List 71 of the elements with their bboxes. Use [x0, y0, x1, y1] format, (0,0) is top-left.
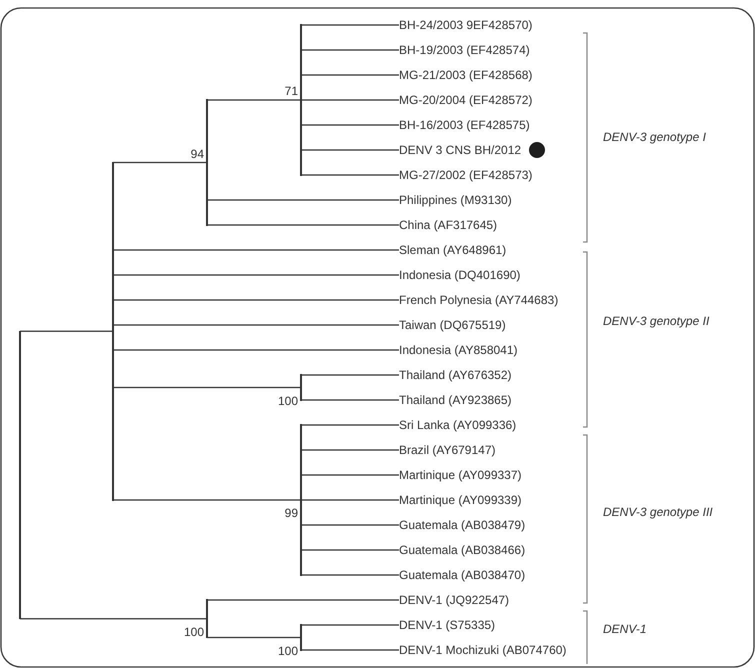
vertical-branch-line	[19, 330, 21, 620]
taxon-label: BH-19/2003 (EF428574)	[399, 43, 530, 57]
branch-line	[301, 474, 399, 476]
taxon-label: DENV-1 (JQ922547)	[399, 593, 510, 607]
branch-line	[301, 649, 399, 651]
bootstrap-value: 94	[190, 148, 204, 161]
taxon-label: DENV-1 Mochizuki (AB074760)	[399, 643, 566, 657]
branch-line	[301, 424, 399, 426]
clade-label: DENV-1	[603, 622, 647, 636]
branch-line	[301, 49, 399, 51]
branch-line	[301, 24, 399, 26]
branch-line	[301, 374, 399, 376]
taxon-label: Indonesia (AY858041)	[399, 343, 518, 357]
branch-line	[113, 386, 301, 388]
taxon-label: Guatemala (AB038479)	[399, 518, 526, 532]
branch-line	[113, 324, 399, 326]
branch-line	[301, 399, 399, 401]
taxon-label: Martinique (AY099337)	[399, 468, 522, 482]
branch-line	[113, 274, 399, 276]
taxon-label: Guatemala (AB038470)	[399, 568, 526, 582]
branch-line	[301, 449, 399, 451]
clade-label: DENV-3 genotype III	[603, 505, 713, 519]
branch-line	[301, 499, 399, 501]
branch-line	[113, 162, 207, 164]
clade-label: DENV-3 genotype II	[603, 314, 710, 328]
bootstrap-value: 100	[184, 626, 204, 640]
taxon-label: DENV-1 (S75335)	[399, 618, 496, 632]
branch-line	[301, 174, 399, 176]
branch-line	[20, 618, 207, 620]
branch-line	[113, 499, 301, 501]
taxon-label: Thailand (AY676352)	[399, 368, 512, 382]
branch-line	[207, 636, 301, 638]
bootstrap-value: 100	[278, 645, 298, 658]
taxon-label: Philippines (M93130)	[399, 193, 512, 207]
taxon-label: Martinique (AY099339)	[399, 493, 522, 507]
vertical-branch-line	[112, 162, 114, 501]
branch-line	[301, 624, 399, 626]
branch-line	[113, 349, 399, 351]
taxon-label: Thailand (AY923865)	[399, 393, 512, 407]
branch-line	[113, 249, 399, 251]
branch-line	[20, 330, 113, 332]
branch-line	[301, 149, 399, 151]
bootstrap-value: 71	[284, 85, 298, 98]
taxon-label: Sri Lanka (AY099336)	[399, 418, 516, 432]
taxon-label: Brazil (AY679147)	[399, 443, 496, 457]
branch-line	[207, 99, 301, 101]
branch-line	[301, 124, 399, 126]
taxon-label: China (AF317645)	[399, 218, 498, 232]
taxon-label: Indonesia (DQ401690)	[399, 268, 520, 282]
taxon-label: MG-20/2004 (EF428572)	[399, 93, 532, 107]
taxon-label: French Polynesia (AY744683)	[399, 293, 558, 307]
taxon-label: MG-27/2002 (EF428573)	[399, 168, 532, 182]
taxon-label: BH-16/2003 (EF428575)	[399, 118, 530, 132]
branch-line	[301, 574, 399, 576]
branch-line	[301, 99, 399, 101]
taxon-label: Guatemala (AB038466)	[399, 543, 526, 557]
taxon-label: Sleman (AY648961)	[399, 243, 506, 257]
branch-line	[207, 199, 399, 201]
taxon-label: MG-21/2003 (EF428568)	[399, 68, 532, 82]
taxon-label: Taiwan (DQ675519)	[399, 318, 506, 332]
branch-line	[113, 299, 399, 301]
branch-line	[301, 74, 399, 76]
branch-line	[207, 224, 399, 226]
clade-label: DENV-3 genotype I	[603, 130, 706, 144]
taxon-label: DENV 3 CNS BH/2012	[399, 143, 522, 157]
taxon-label: BH-24/2003 9EF428570)	[399, 18, 532, 32]
branch-line	[301, 549, 399, 551]
bootstrap-value: 100	[278, 395, 298, 408]
bootstrap-value: 99	[284, 507, 298, 520]
branch-line	[207, 599, 399, 601]
branch-line	[301, 524, 399, 526]
